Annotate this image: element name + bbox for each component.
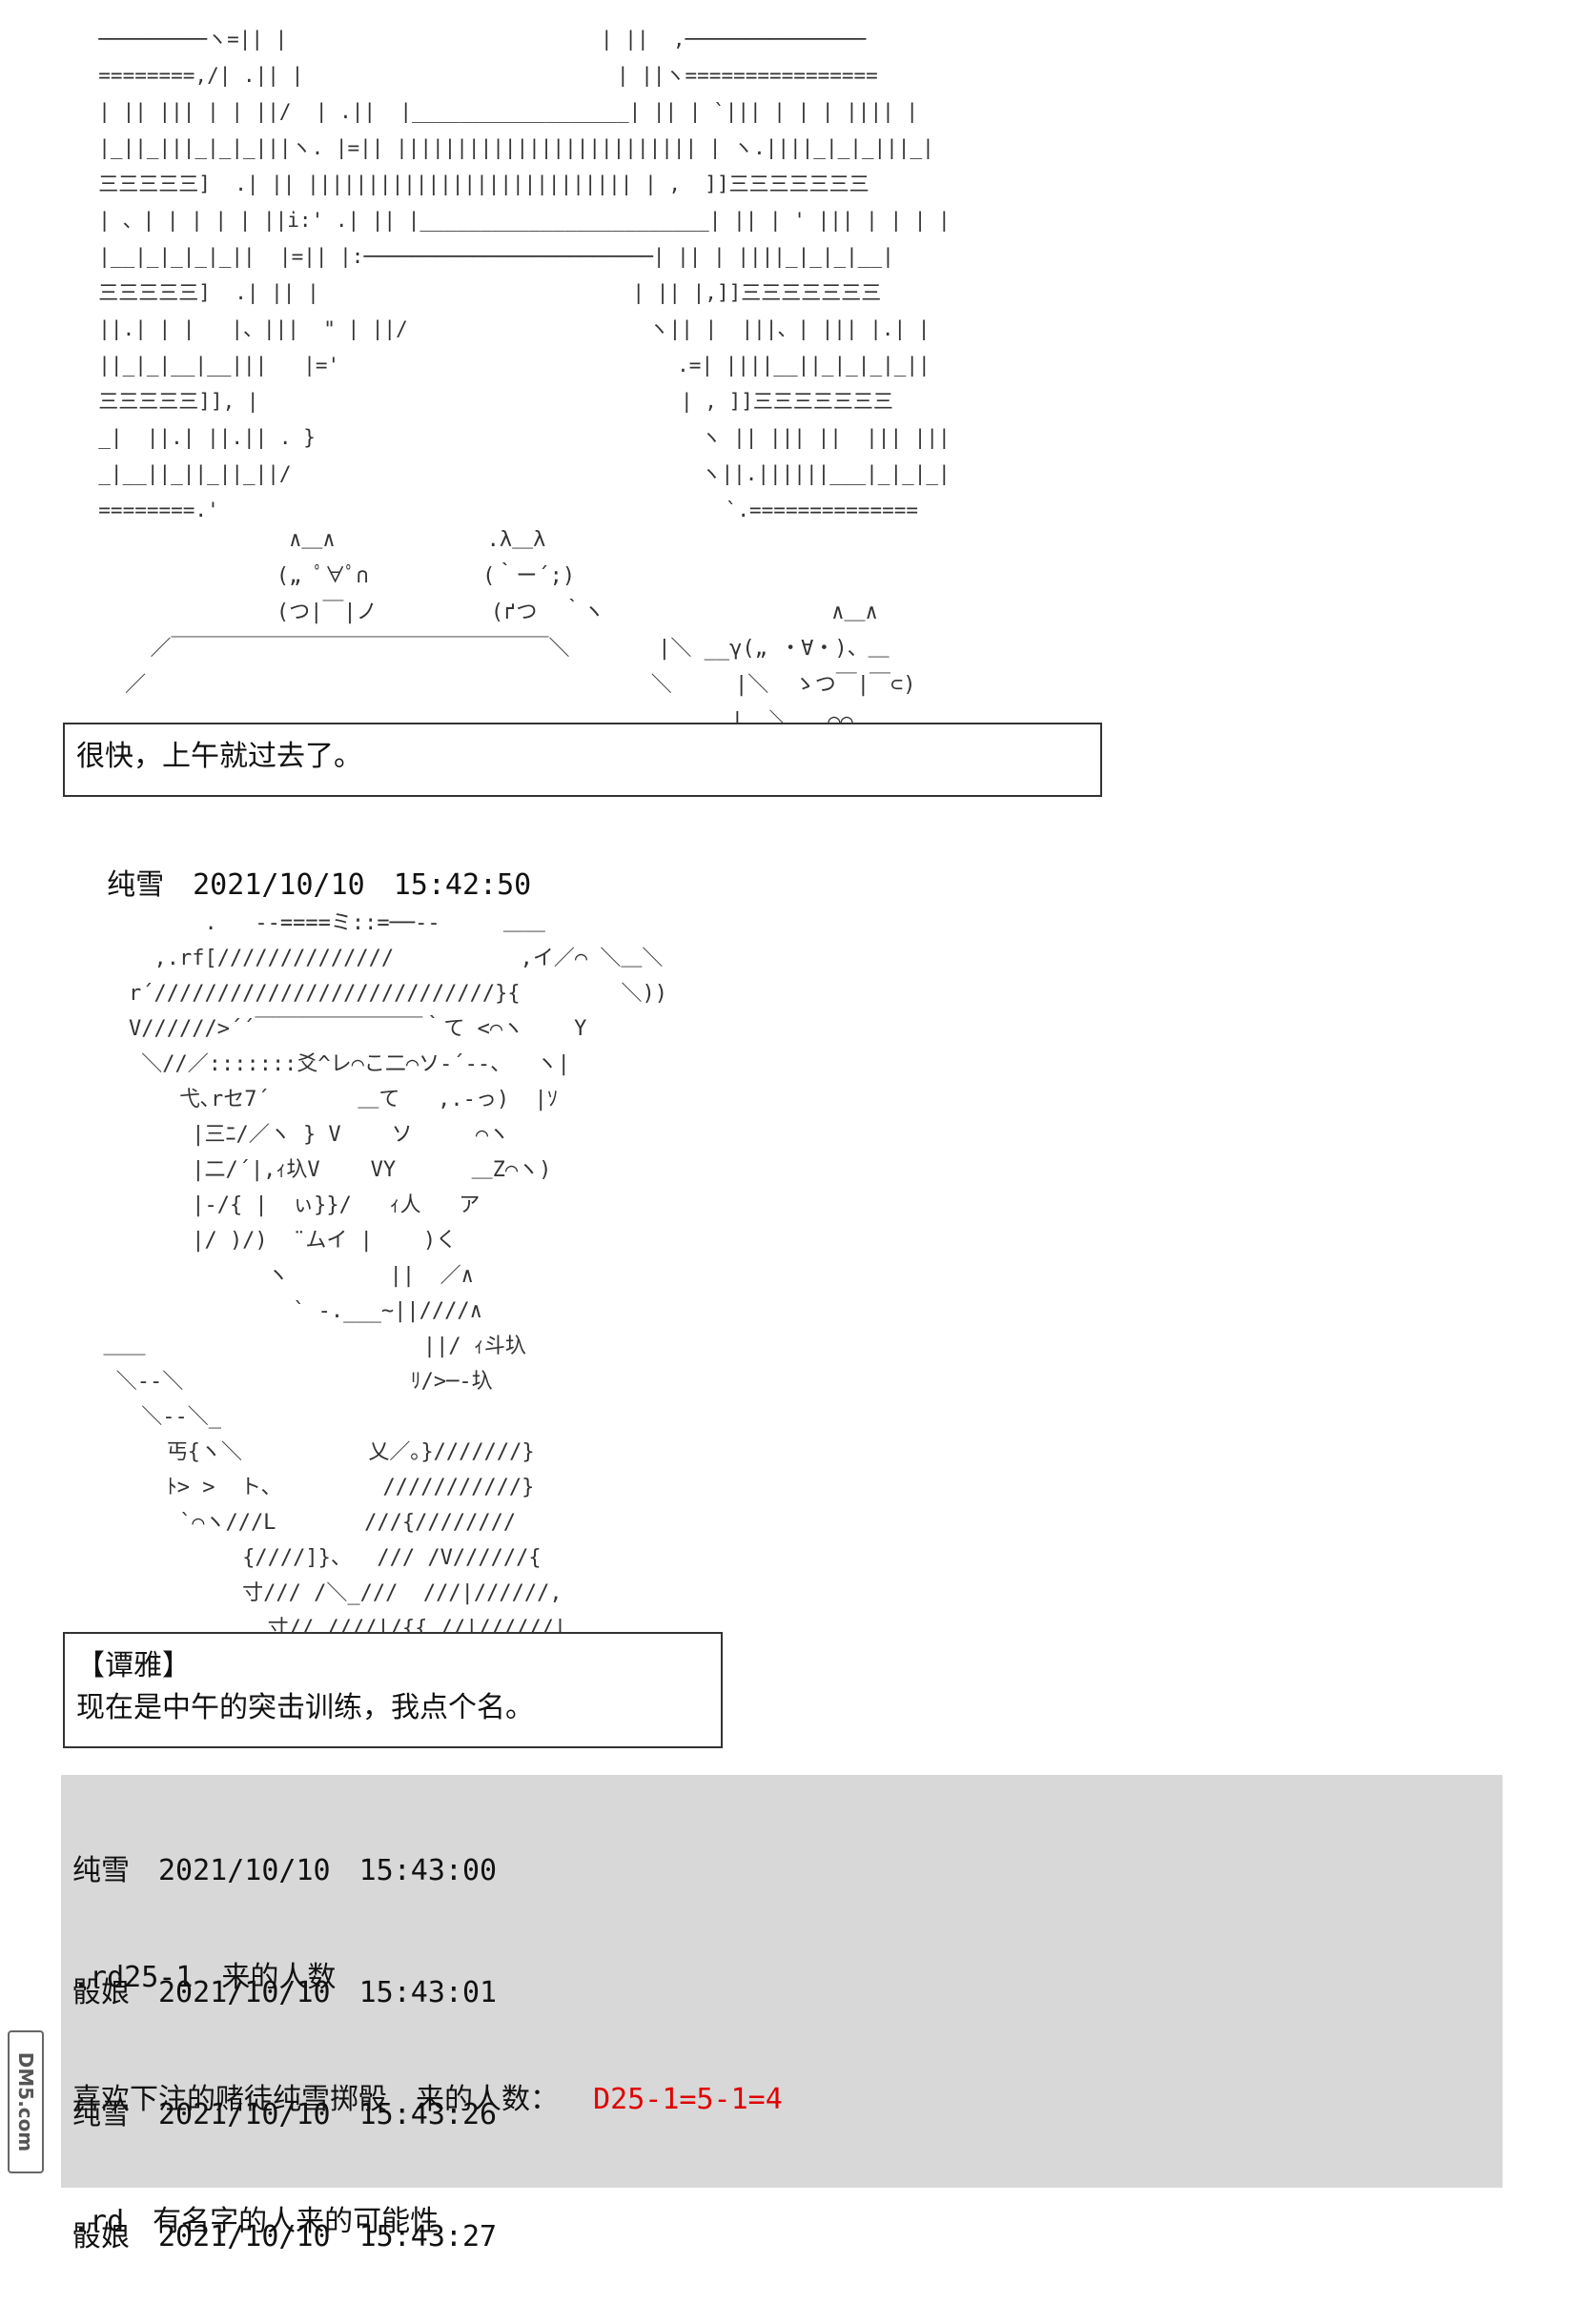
dice-log: 纯雪 2021/10/10 15:43:00 .rd25-1 来的人数 骰娘 2… [61,1775,1503,2253]
log-entry-header: 骰娘 2021/10/10 15:43:27 [72,2220,498,2253]
log-entry-header: 纯雪 2021/10/10 15:43:26 [72,2098,498,2131]
log-entry-body: 喜欢下注的赌徒纯雪掷骰 来的人数： [72,2083,559,2116]
dialogue-text: 现在是中午的突击训练，我点个名。 [76,1691,534,1724]
log-entry: 纯雪 2021/10/10 15:43:00 .rd25-1 来的人数 [72,1784,497,2065]
characters-ascii-art: ∧＿∧ .λ＿λ („ ﾟ∀ﾟ∩ (｀ー´;) (つ|￣|ノ (ґつ ｀ヽ ∧＿… [124,528,916,733]
post-header: 纯雪 2021/10/10 15:42:50 [72,827,531,903]
narration-text: 很快，上午就过去了。 [76,740,362,773]
log-entry-header: 纯雪 2021/10/10 15:43:00 [72,1854,498,1887]
log-entry-body: .rd25-1 来的人数 [72,1961,337,1994]
site-watermark: DM5.com [8,2030,44,2173]
dialogue-box: 【谭雅】 现在是中午的突击训练，我点个名。 [63,1632,723,1748]
log-entry: 骰娘 2021/10/10 15:43:27 [72,2151,497,2324]
log-entry: 骰娘 2021/10/10 15:43:01 喜欢下注的赌徒纯雪掷骰 来的人数：… [72,1906,783,2187]
library-ascii-art: ─────────ヽ=|| | | || ,─────────────── ==… [98,28,951,521]
watermark-logo: DM5.com [14,2051,37,2152]
log-entry-header: 骰娘 2021/10/10 15:43:01 [72,1976,498,2009]
speaker-name: 【谭雅】 [76,1649,191,1682]
narration-box: 很快，上午就过去了。 [63,723,1102,797]
dice-result: D25-1=5-1=4 [593,2083,783,2116]
post-author: 纯雪 [107,868,165,902]
post-datetime: 2021/10/10 15:42:50 [193,868,532,902]
tanya-ascii-art: . --====ミ::=──‐- ＿＿ ,.rf[////////////// … [103,911,668,1641]
